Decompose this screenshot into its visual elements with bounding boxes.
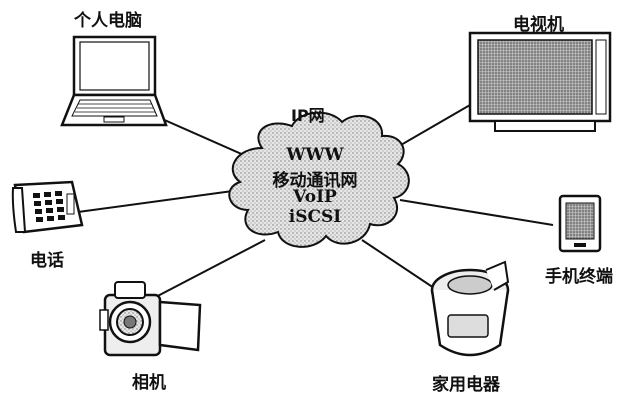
network-label: IP网 [291,106,325,125]
label-tv: 电视机 [513,15,564,35]
camera-icon [99,281,202,357]
label-mobile: 手机终端 [545,267,613,287]
mobile-phone-icon [558,194,602,253]
cloud-line-iscsi: iSCSI [288,207,342,227]
label-pc: 个人电脑 [74,11,142,31]
connection-lines [77,104,554,301]
link-appliance [361,239,441,293]
link-camera [149,239,266,301]
cloud-line-voip: VoIP [293,187,337,207]
network-cloud [228,111,410,248]
link-phone [77,189,241,213]
appliance-icon [430,260,510,357]
label-phone: 电话 [30,251,64,271]
laptop-icon [60,35,168,127]
tv-icon [468,31,612,132]
phone-icon [11,180,84,234]
link-mobile [399,199,554,226]
cloud-line-mobile-network: 移动通讯网 [272,171,358,191]
label-camera: 相机 [132,373,166,393]
cloud-line-www: WWW [286,145,344,165]
label-appliance: 家用电器 [432,375,500,395]
link-pc [159,117,256,161]
